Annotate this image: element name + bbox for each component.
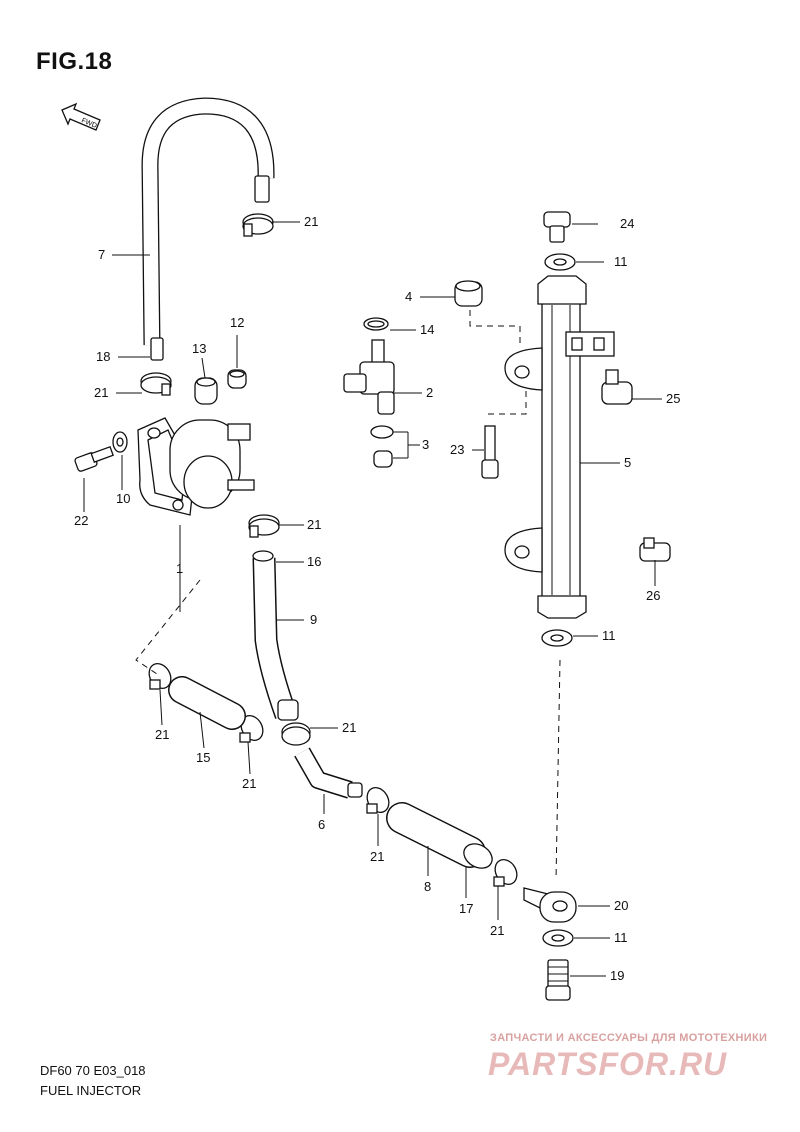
- callout-21: 21: [94, 385, 108, 400]
- callout-15: 15: [196, 750, 210, 765]
- hose-clamp: [140, 372, 172, 396]
- hose-clamp: [242, 213, 274, 237]
- injector-seal: [370, 425, 394, 468]
- callout-14: 14: [420, 322, 434, 337]
- pressure-regulator: [135, 417, 255, 677]
- grommet: [194, 377, 218, 405]
- hose-clamp: [493, 859, 518, 887]
- flange-bolt: [543, 211, 571, 243]
- washer: [544, 253, 576, 271]
- callout-21: 21: [242, 776, 256, 791]
- callouts: 21 7 24 11 4 12 14 18 13 2 21 25 3 23 10…: [74, 214, 680, 983]
- washer: [112, 431, 128, 453]
- o-ring: [363, 317, 389, 331]
- feed-hose: [386, 802, 493, 869]
- callout-6: 6: [318, 817, 325, 832]
- rubber-cap: [454, 280, 483, 307]
- callout-21: 21: [304, 214, 318, 229]
- callout-13: 13: [192, 341, 206, 356]
- banjo-bolt: [545, 959, 571, 1001]
- figure-title: FIG.18: [36, 48, 113, 75]
- callout-12: 12: [230, 315, 244, 330]
- callout-11: 11: [602, 628, 616, 643]
- callout-3: 3: [422, 437, 429, 452]
- fwd-arrow-icon: FWD: [61, 102, 101, 131]
- bolt: [74, 445, 114, 472]
- callout-10: 10: [116, 491, 130, 506]
- washer: [542, 929, 574, 947]
- callout-7: 7: [98, 247, 105, 262]
- callout-11: 11: [614, 254, 628, 269]
- cap: [227, 369, 247, 389]
- callout-5: 5: [624, 455, 631, 470]
- callout-2: 2: [426, 385, 433, 400]
- callout-23: 23: [450, 442, 464, 457]
- fuel-rail: [504, 275, 615, 619]
- fuel-hose: [252, 550, 299, 721]
- callout-17: 17: [459, 901, 473, 916]
- elbow-joint: [294, 747, 363, 799]
- rail-clip: [601, 369, 633, 405]
- callout-4: 4: [405, 289, 412, 304]
- callout-18: 18: [96, 349, 110, 364]
- callout-20: 20: [614, 898, 628, 913]
- hose-clip: [639, 537, 671, 562]
- callout-24: 24: [620, 216, 634, 231]
- banjo-fitting: [523, 887, 577, 923]
- callout-21: 21: [155, 727, 169, 742]
- watermark-tagline: ЗАПЧАСТИ И АКСЕССУАРЫ ДЛЯ МОТОТЕХНИКИ: [490, 1032, 768, 1044]
- callout-16: 16: [307, 554, 321, 569]
- connector-hose: [168, 676, 246, 730]
- return-hose: [141, 97, 275, 361]
- callout-25: 25: [666, 391, 680, 406]
- callout-21: 21: [370, 849, 384, 864]
- rail-bolt: [481, 425, 499, 479]
- figure-name: FUEL INJECTOR: [40, 1083, 142, 1098]
- callout-26: 26: [646, 588, 660, 603]
- leader-lines: [83, 221, 662, 977]
- callout-21: 21: [490, 923, 504, 938]
- callout-11: 11: [614, 930, 628, 945]
- callout-9: 9: [310, 612, 317, 627]
- fuel-injector: [343, 339, 395, 415]
- callout-1: 1: [176, 561, 183, 576]
- hose-clamp: [148, 663, 172, 690]
- watermark-logo: PARTSFOR.RU: [488, 1046, 728, 1082]
- hose-clamp: [281, 722, 311, 746]
- hose-clamp: [366, 787, 390, 814]
- washer: [541, 629, 573, 647]
- callout-8: 8: [424, 879, 431, 894]
- callout-21: 21: [307, 517, 321, 532]
- callout-22: 22: [74, 513, 88, 528]
- callout-21: 21: [342, 720, 356, 735]
- hose-clamp: [248, 514, 280, 538]
- hose-clamp: [239, 715, 264, 743]
- callout-19: 19: [610, 968, 624, 983]
- figure-code: DF60 70 E03_018: [40, 1063, 146, 1078]
